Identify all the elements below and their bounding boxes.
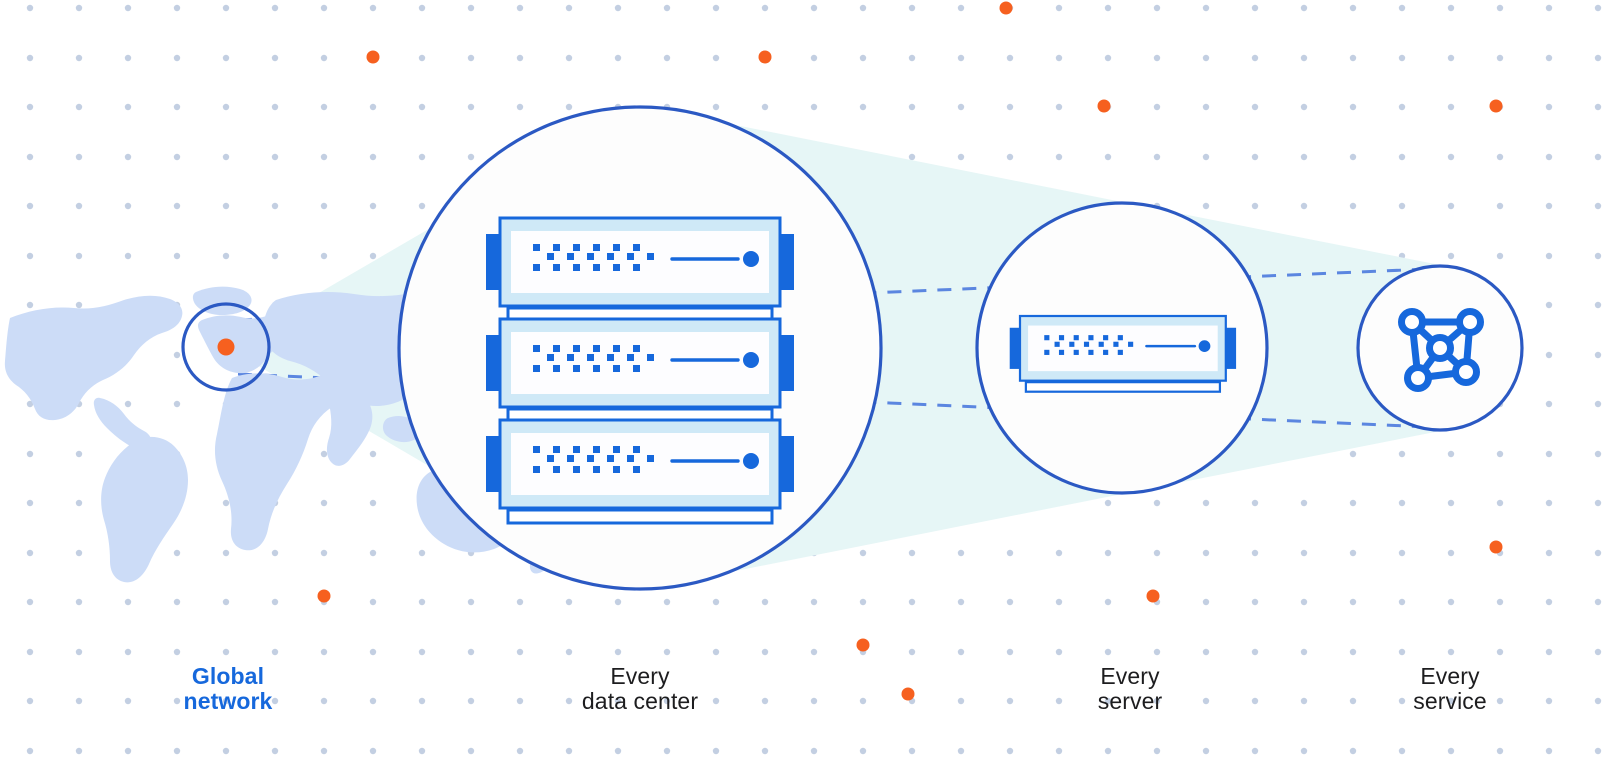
label-every-service: Every service xyxy=(1413,663,1487,714)
server-rack-icon xyxy=(484,216,796,525)
label-every-server: Every server xyxy=(1097,663,1163,714)
label-global-network: Global network xyxy=(183,663,273,714)
highlight-dot xyxy=(1146,589,1160,603)
stage-service[interactable] xyxy=(1356,264,1524,432)
highlight-dot xyxy=(999,1,1013,15)
label-every-data-center: Every data center xyxy=(581,663,699,714)
highlight-dot xyxy=(1489,540,1503,554)
highlight-dot xyxy=(317,589,331,603)
highlight-dot xyxy=(856,638,870,652)
highlight-dot xyxy=(1097,99,1111,113)
highlight-dot xyxy=(366,50,380,64)
stage-server[interactable] xyxy=(975,201,1269,495)
highlight-dot xyxy=(758,50,772,64)
stage-global-network[interactable] xyxy=(181,302,271,392)
highlight-dot xyxy=(901,687,915,701)
highlight-dots xyxy=(317,1,1503,701)
single-server-icon xyxy=(1008,314,1238,393)
highlight-dot xyxy=(1489,99,1503,113)
stage-data-center[interactable] xyxy=(397,105,883,591)
location-pin-dot xyxy=(217,338,235,356)
network-graph-icon xyxy=(1398,308,1484,392)
